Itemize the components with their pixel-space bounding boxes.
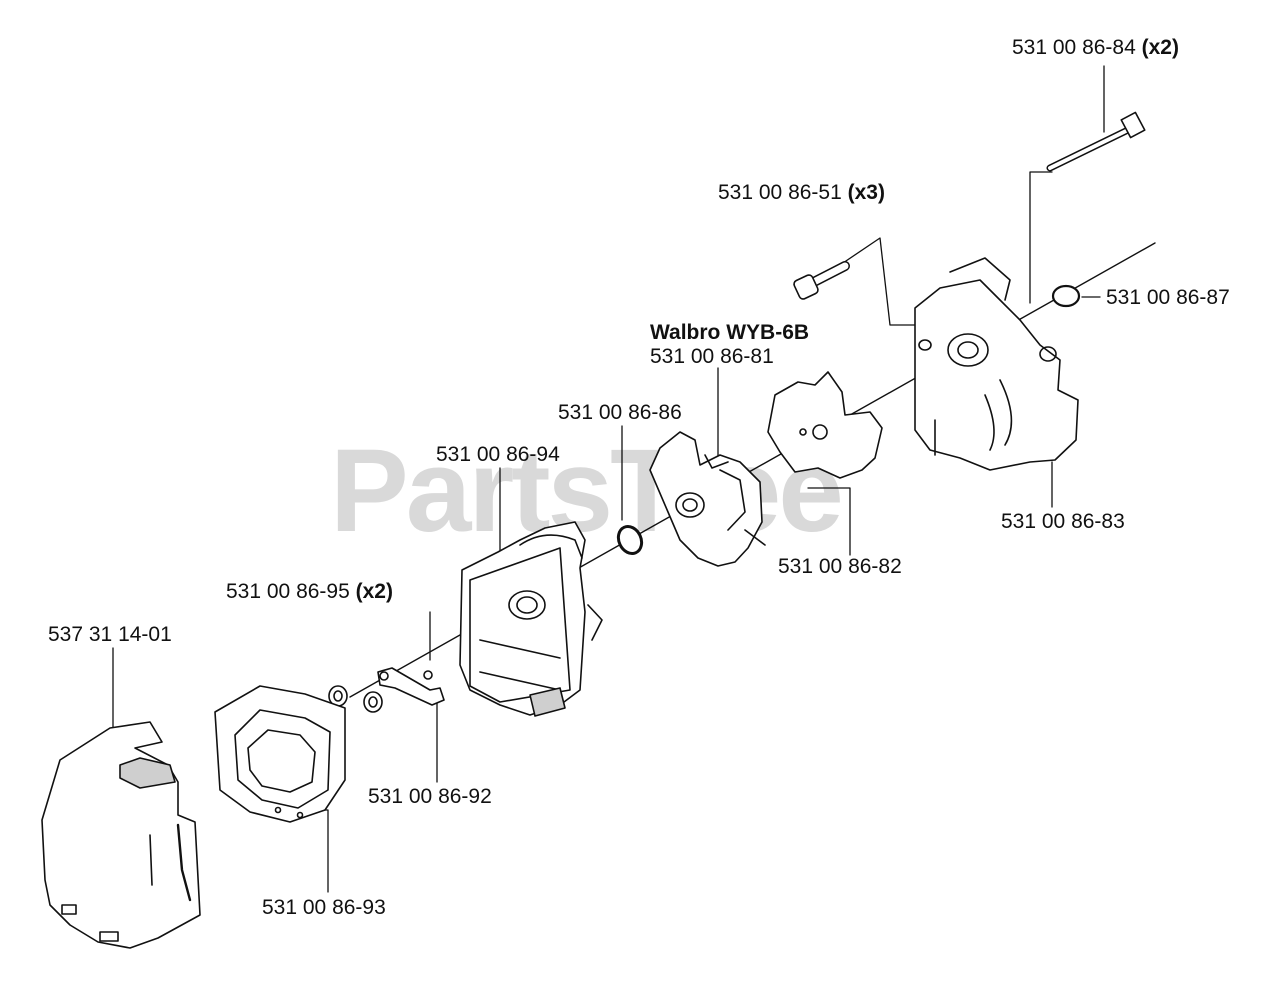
- part-number: 531 00 86-83: [1001, 510, 1125, 533]
- part-label-p01: 537 31 14-01: [48, 624, 172, 645]
- part-number: 531 00 86-84: [1012, 36, 1136, 59]
- air-filter-part: [214, 685, 346, 823]
- part-number: 531 00 86-94: [436, 443, 560, 466]
- bracket-part: [377, 667, 445, 706]
- part-number: 531 00 86-87: [1106, 286, 1230, 309]
- part-qty: (x2): [355, 580, 393, 603]
- part-label-p94: 531 00 86-94: [436, 444, 560, 465]
- carburetor-mount-part: [914, 257, 1079, 471]
- part-number: 531 00 86-82: [778, 555, 902, 578]
- part-label-p95: 531 00 86-95 (x2): [226, 581, 393, 602]
- carburetor-part: [649, 431, 766, 567]
- part-qty: (x2): [1141, 36, 1179, 59]
- part-label-p82: 531 00 86-82: [778, 556, 902, 577]
- part-number: 537 31 14-01: [48, 623, 172, 646]
- part-number: 531 00 86-92: [368, 785, 492, 808]
- part-number: 531 00 86-51: [718, 181, 842, 204]
- part-label-p83: 531 00 86-83: [1001, 511, 1125, 532]
- part-label-p87: 531 00 86-87: [1106, 287, 1230, 308]
- part-label-p84: 531 00 86-84 (x2): [1012, 37, 1179, 58]
- air-filter-housing-part: [459, 521, 603, 717]
- gasket-part: [767, 371, 883, 479]
- o-ring-small-part: [616, 524, 644, 556]
- part-number: 531 00 86-86: [558, 401, 682, 424]
- part-label-p86: 531 00 86-86: [558, 402, 682, 423]
- air-filter-cover-part: [41, 721, 201, 949]
- part-label-p81: Walbro WYB-6B 531 00 86-81: [650, 321, 809, 369]
- screw-part: [793, 261, 850, 300]
- part-label-p51: 531 00 86-51 (x3): [718, 182, 885, 203]
- part-qty: (x3): [847, 181, 885, 204]
- part-number: 531 00 86-93: [262, 896, 386, 919]
- leader-lines: [112, 65, 1105, 893]
- part-label-p93: 531 00 86-93: [262, 897, 386, 918]
- part-label-p92: 531 00 86-92: [368, 786, 492, 807]
- o-ring-part: [1051, 284, 1081, 308]
- long-bolt-part: [1046, 111, 1146, 172]
- part-number: 531 00 86-81: [650, 345, 774, 369]
- part-number: 531 00 86-95: [226, 580, 350, 603]
- carburetor-brand: Walbro WYB-6B: [650, 321, 810, 344]
